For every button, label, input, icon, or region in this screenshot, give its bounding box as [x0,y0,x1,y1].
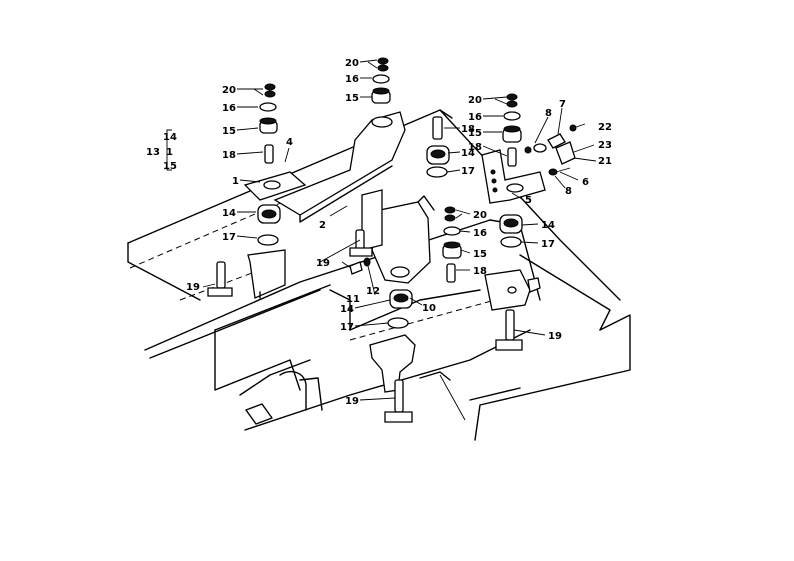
lock-nut-20 [264,83,276,98]
mount-bracket-10 [371,195,435,284]
washer-16 [259,102,277,112]
sleeve-18-mid [446,263,456,283]
lock-nut-20-mid [444,206,456,222]
callout-18-center: 18 [461,124,475,135]
callout-23: 23 [598,140,612,151]
callout-4: 4 [286,137,293,148]
callout-18-mid: 18 [473,266,487,277]
callout-19-lower: 19 [345,396,359,407]
washer-17 [257,234,279,246]
callout-15-right: 15 [468,128,482,139]
callout-labels: 20 16 15 18 1 14 17 19 20 16 15 4 2 18 1… [146,58,612,407]
callout-15-mid: 15 [473,249,487,260]
upper-engine-bracket [273,111,406,223]
callout-16-left: 16 [222,103,236,114]
callout-kit-15: 15 [163,161,177,172]
callout-1: 1 [232,176,239,187]
washer-16-top [372,74,390,84]
sleeve-18-right [507,147,517,167]
callout-15-top: 15 [345,93,359,104]
callout-17-lower: 17 [340,322,354,333]
washer-17-lower [387,317,409,329]
lower-mount-bracket [369,334,416,393]
isolator-15 [259,117,278,134]
nut-8-lower [548,168,558,176]
isolator-14-center [426,145,450,165]
callout-kit-1: 1 [166,147,173,158]
callout-19-left: 19 [186,282,200,293]
callout-19-right: 19 [548,331,562,342]
callout-20-top: 20 [345,58,359,69]
center-support-post [349,189,383,257]
sleeve-18 [264,144,274,164]
bolt-11 [349,257,371,275]
stud-19-lower [384,379,413,423]
center-right-isolator-stack [442,206,462,283]
mount-plate-1 [243,171,307,201]
washer-16-mid [443,226,461,236]
callout-18-right: 18 [468,142,482,153]
washer-12 [363,257,371,267]
lower-isolator-stack [387,289,413,329]
callout-16-right: 16 [468,112,482,123]
callout-17-left: 17 [222,232,236,243]
isolator-14-right [499,214,523,234]
isolator-14-lower [389,289,413,309]
right-support-post [484,269,541,311]
callout-5: 5 [525,195,532,206]
callout-13: 13 [146,147,160,158]
callout-15-left: 15 [222,126,236,137]
clip-7 [547,133,566,149]
lock-nut-20-top [377,57,389,72]
left-support-post [247,249,286,299]
callout-14-center: 14 [461,148,475,159]
nut-8 [524,146,532,154]
washer-17-right [500,236,522,248]
stud-19-left [207,261,233,297]
callout-7: 7 [559,99,566,110]
stud-19-right [495,309,523,351]
callout-8-top: 8 [545,108,552,119]
sleeve-18-center [432,116,443,140]
washer-17-center [426,166,448,178]
isolator-14 [257,204,281,224]
leader-lines [202,59,597,421]
callout-16-mid: 16 [473,228,487,239]
right-upper-isolator-stack [499,93,523,248]
callout-14-right: 14 [541,220,555,231]
washer-16-right [503,111,521,121]
callout-kit-14: 14 [163,132,177,143]
bracket-hardware [524,123,586,176]
left-isolator-stack [257,83,281,246]
mount-bracket-5 [481,149,546,204]
callout-22: 22 [598,122,612,133]
callout-2: 2 [319,220,326,231]
callout-19-center: 19 [316,258,330,269]
kit-bracket-13 [166,129,172,171]
callout-8-bottom: 8 [565,186,572,197]
callout-21: 21 [598,156,612,167]
center-isolator-stack [426,116,450,178]
isolator-15-mid [442,241,462,259]
lock-nut-20-right [506,93,518,108]
isolator-15-top [371,87,391,104]
top-isolator-stack [371,57,391,104]
callout-18-left: 18 [222,150,236,161]
callout-20-mid: 20 [473,210,487,221]
callout-20-left: 20 [222,85,236,96]
callout-17-right: 17 [541,239,555,250]
isolator-15-right [502,125,522,143]
callout-14-left: 14 [222,208,236,219]
screw-22 [569,124,577,132]
callout-17-center: 17 [461,166,475,177]
callout-12: 12 [366,286,380,297]
callout-10: 10 [422,303,436,314]
callout-20-right: 20 [468,95,482,106]
callout-14-lower: 14 [340,304,354,315]
callout-11: 11 [346,294,360,305]
callout-6: 6 [582,177,589,188]
callout-16-top: 16 [345,74,359,85]
